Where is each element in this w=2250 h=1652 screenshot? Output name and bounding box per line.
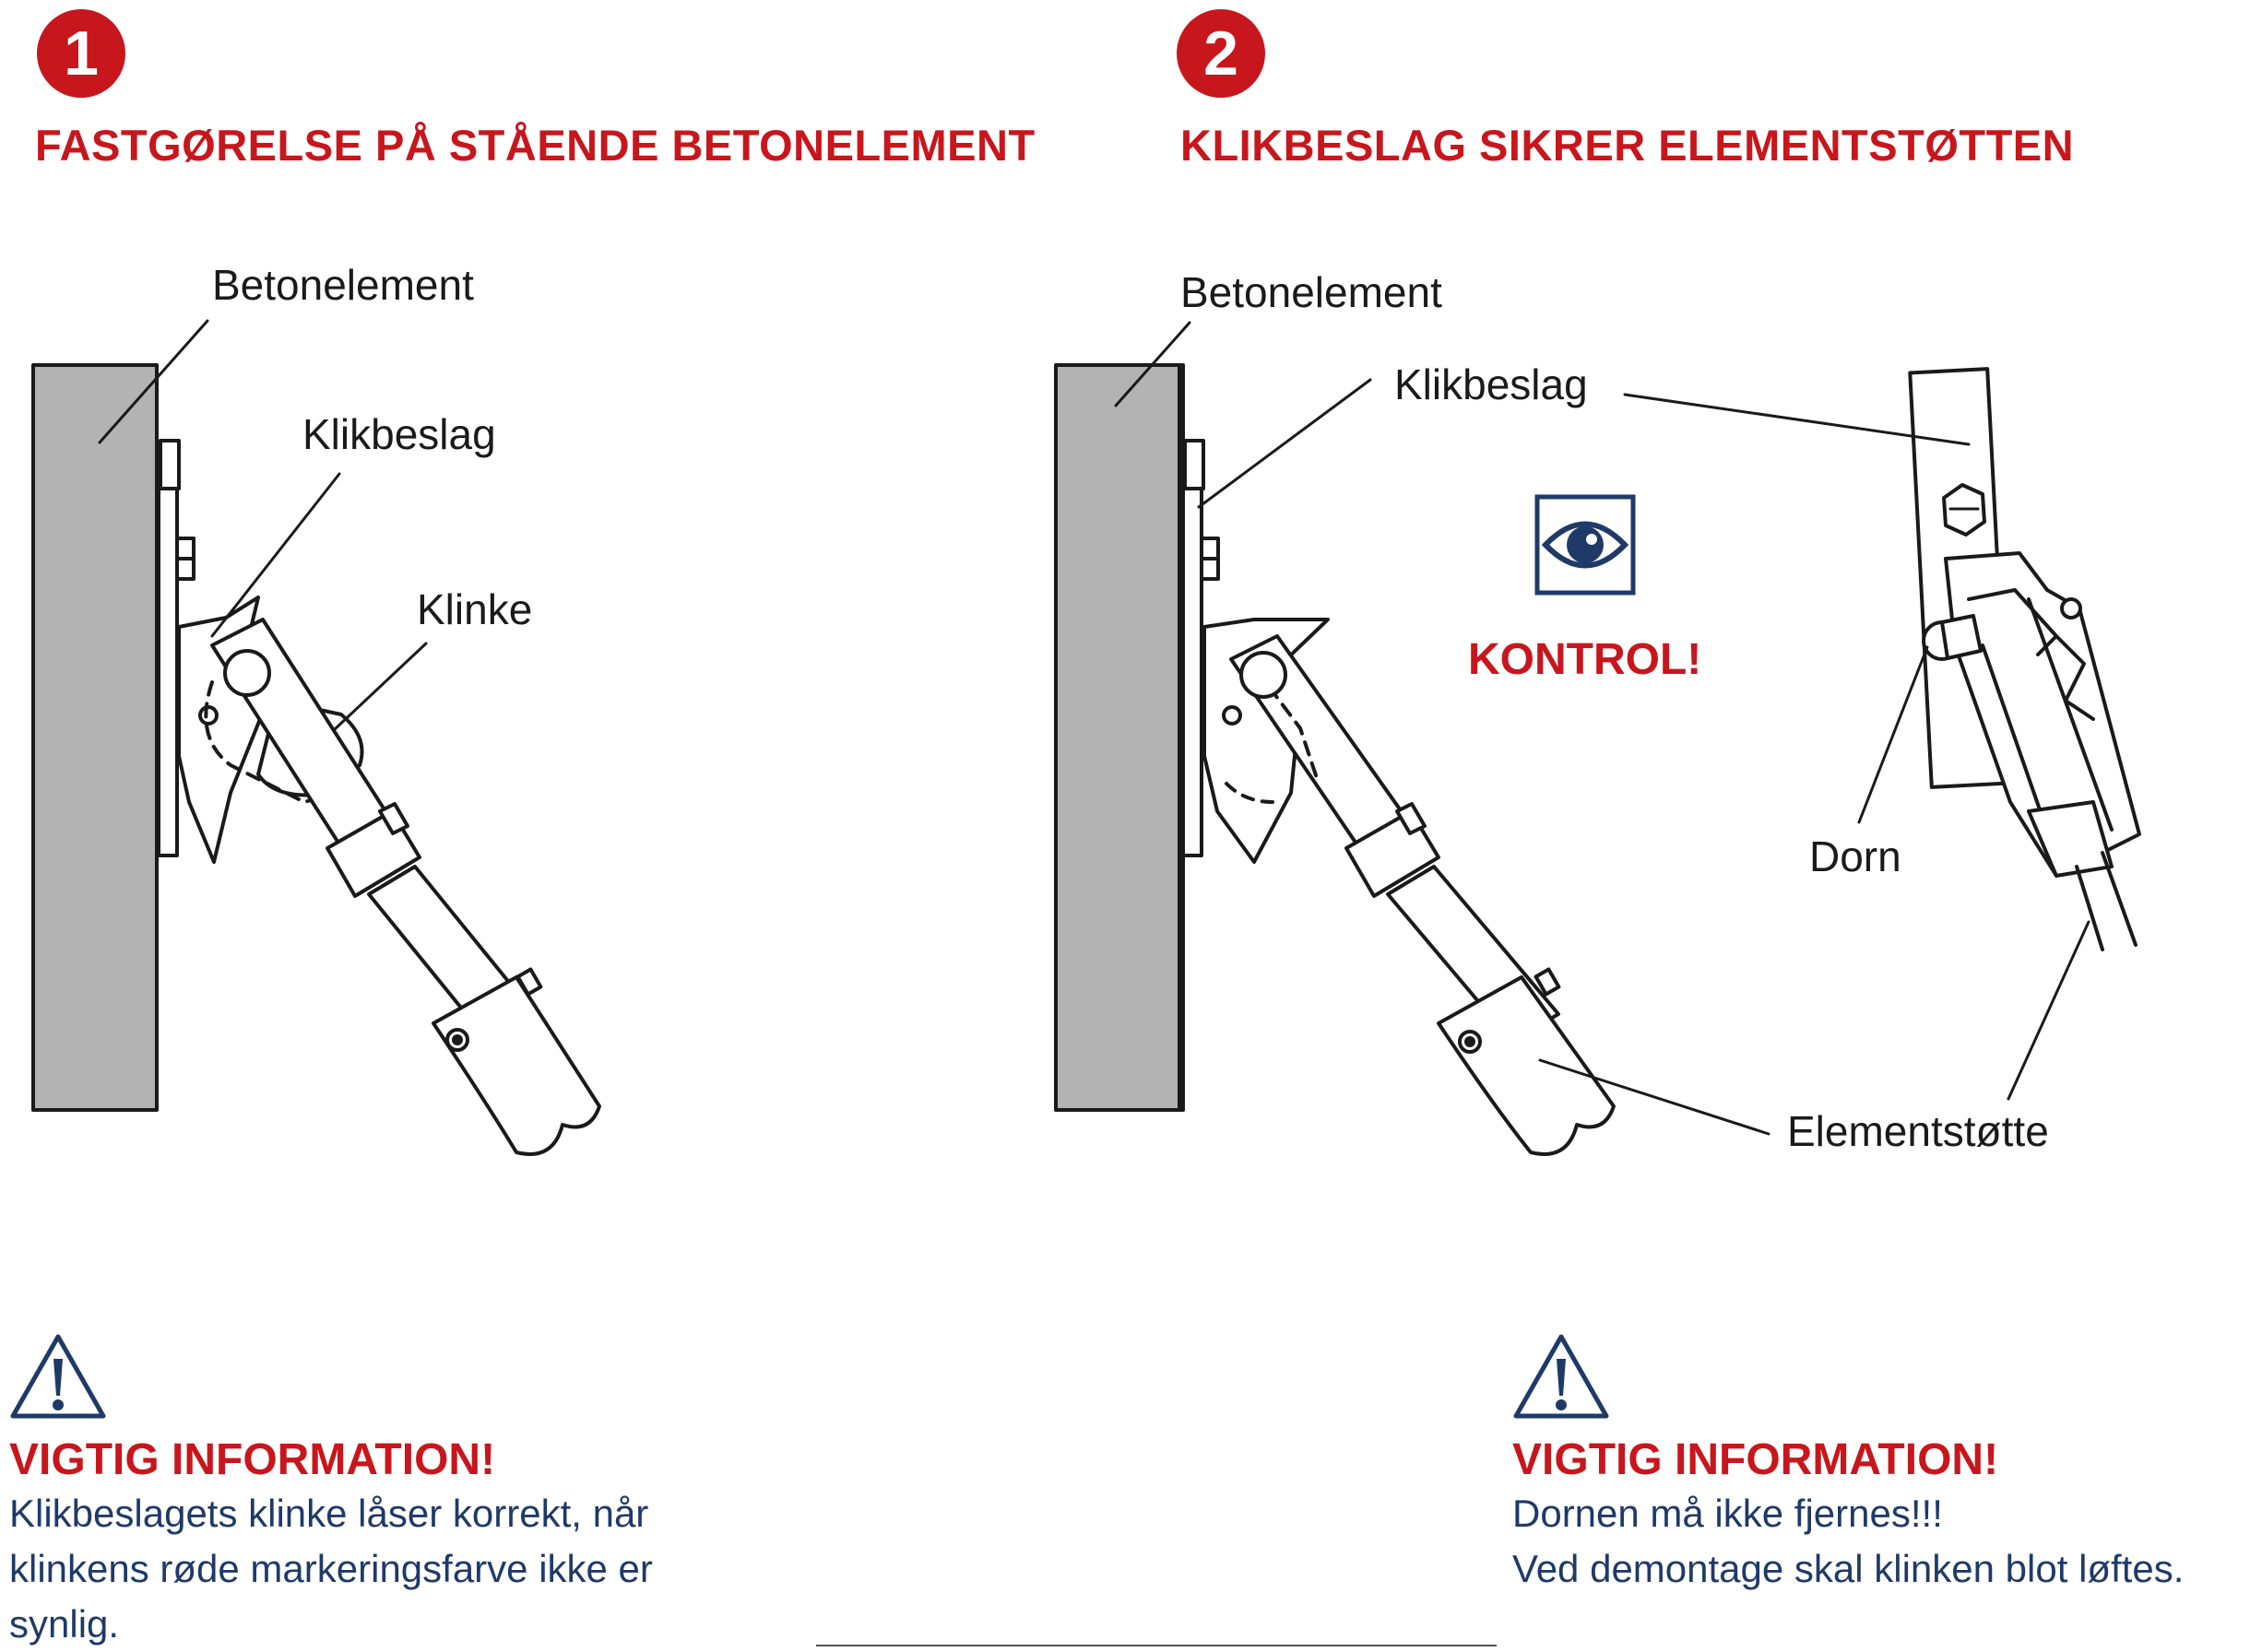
concrete-element-1	[31, 363, 159, 1112]
concrete-element-2	[1054, 363, 1181, 1112]
warning-1-line: synlig.	[9, 1602, 120, 1646]
divider	[816, 1645, 1497, 1646]
warning-triangle-icon	[10, 1334, 106, 1419]
warning-triangle-icon	[1513, 1334, 1609, 1419]
mounting-plate-1	[157, 485, 179, 857]
label-betonelement-2: Betonelement	[1180, 268, 1442, 316]
end-cap-1	[432, 975, 601, 1156]
end-cap-2	[1437, 975, 1616, 1156]
label-dorn: Dorn	[1809, 832, 1901, 880]
mounting-plate-2	[1181, 485, 1203, 857]
warning-1-line: Klikbeslagets klinke låser korrekt, når	[9, 1492, 649, 1535]
step-1-badge: 1	[37, 9, 125, 98]
warning-1-title: VIGTIG INFORMATION!	[9, 1435, 496, 1484]
warning-1-line: klinkens røde markeringsfarve ikke er	[9, 1547, 653, 1590]
eye-icon	[1534, 494, 1636, 596]
step-2-badge: 2	[1177, 9, 1265, 98]
label-elementstotte: Elementstøtte	[1787, 1107, 2049, 1155]
label-klinke-1: Klinke	[417, 585, 533, 633]
detail-view	[1908, 367, 2141, 951]
step-2-drawing	[1054, 321, 2141, 1156]
label-klikbeslag-2: Klikbeslag	[1394, 360, 1588, 408]
step-1-heading: FASTGØRELSE PÅ STÅENDE BETONELEMENT	[35, 121, 1036, 170]
warning-1-body: Klikbeslagets klinke låser korrekt, når …	[9, 1486, 653, 1652]
step-1-drawing	[31, 319, 601, 1156]
warning-2-line: Dornen må ikke fjernes!!!	[1512, 1492, 1943, 1535]
kontrol-text: KONTROL!	[1468, 635, 1702, 684]
step-2-heading: KLIKBESLAG SIKRER ELEMENTSTØTTEN	[1180, 121, 2075, 170]
warning-2-body: Dornen må ikke fjernes!!! Ved demontage …	[1512, 1486, 2184, 1597]
warning-2-line: Ved demontage skal klinken blot løftes.	[1512, 1547, 2185, 1590]
label-betonelement-1: Betonelement	[212, 261, 474, 309]
warning-2-title: VIGTIG INFORMATION!	[1512, 1435, 1999, 1484]
label-klikbeslag-1: Klikbeslag	[302, 410, 496, 458]
